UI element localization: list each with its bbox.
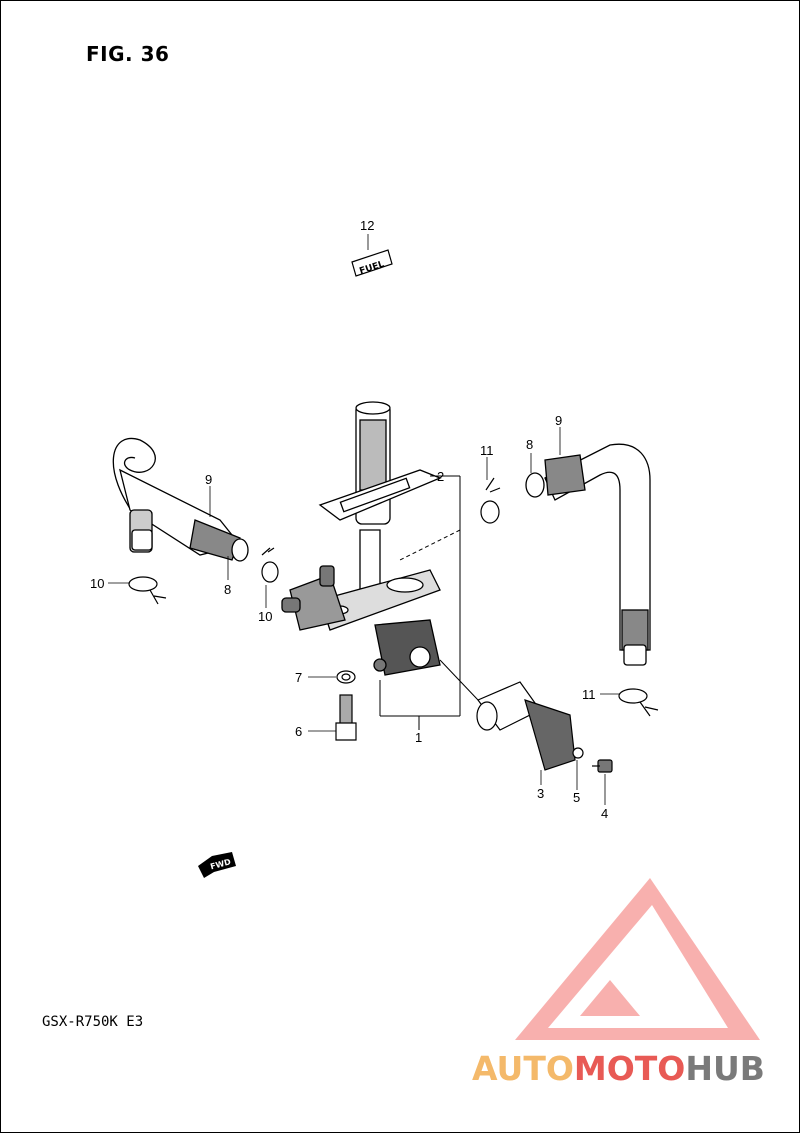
brand-part-moto: MOTO bbox=[573, 1049, 686, 1088]
right-fuel-hose bbox=[525, 443, 651, 666]
hose-clips bbox=[128, 477, 659, 717]
callout-7: 7 bbox=[295, 670, 302, 685]
callout-9-left: 9 bbox=[205, 472, 212, 487]
brand-part-hub: HUB bbox=[685, 1049, 765, 1088]
model-code: GSX-R750K E3 bbox=[42, 1014, 144, 1030]
callout-5: 5 bbox=[573, 790, 580, 805]
callout-9-right: 9 bbox=[555, 413, 562, 428]
fuel-cock-assembly bbox=[281, 401, 442, 676]
leader-lines bbox=[108, 427, 620, 805]
watermark-brand: AUTOMOTOHUB bbox=[472, 1049, 765, 1088]
callout-11-right: 11 bbox=[582, 687, 596, 702]
washer-and-bolt bbox=[335, 670, 357, 741]
watermark-logo bbox=[515, 878, 760, 1040]
brand-part-auto: AUTO bbox=[472, 1049, 574, 1088]
fwd-arrow-tag: FWD bbox=[198, 852, 236, 878]
callout-10-mid: 10 bbox=[258, 609, 272, 624]
callout-6: 6 bbox=[295, 724, 302, 739]
callout-11-top: 11 bbox=[480, 443, 494, 458]
left-fuel-hose bbox=[112, 437, 249, 562]
callout-8-left: 8 bbox=[224, 582, 231, 597]
cock-lever-set bbox=[476, 681, 613, 773]
callout-3: 3 bbox=[537, 786, 544, 801]
figure-title: FIG. 36 bbox=[86, 42, 170, 66]
callout-1: 1 bbox=[415, 730, 422, 745]
callout-12: 12 bbox=[360, 218, 374, 233]
callout-10-left: 10 bbox=[90, 576, 104, 591]
callout-bracket bbox=[379, 475, 479, 730]
callout-2: 2 bbox=[437, 469, 444, 484]
callout-8-right: 8 bbox=[526, 437, 533, 452]
fuel-label-tag: FUEL bbox=[351, 234, 393, 277]
callout-labels: 12 2 11 9 9 8 8 10 10 7 6 1 11 3 5 4 bbox=[90, 218, 608, 821]
callout-4: 4 bbox=[601, 806, 608, 821]
